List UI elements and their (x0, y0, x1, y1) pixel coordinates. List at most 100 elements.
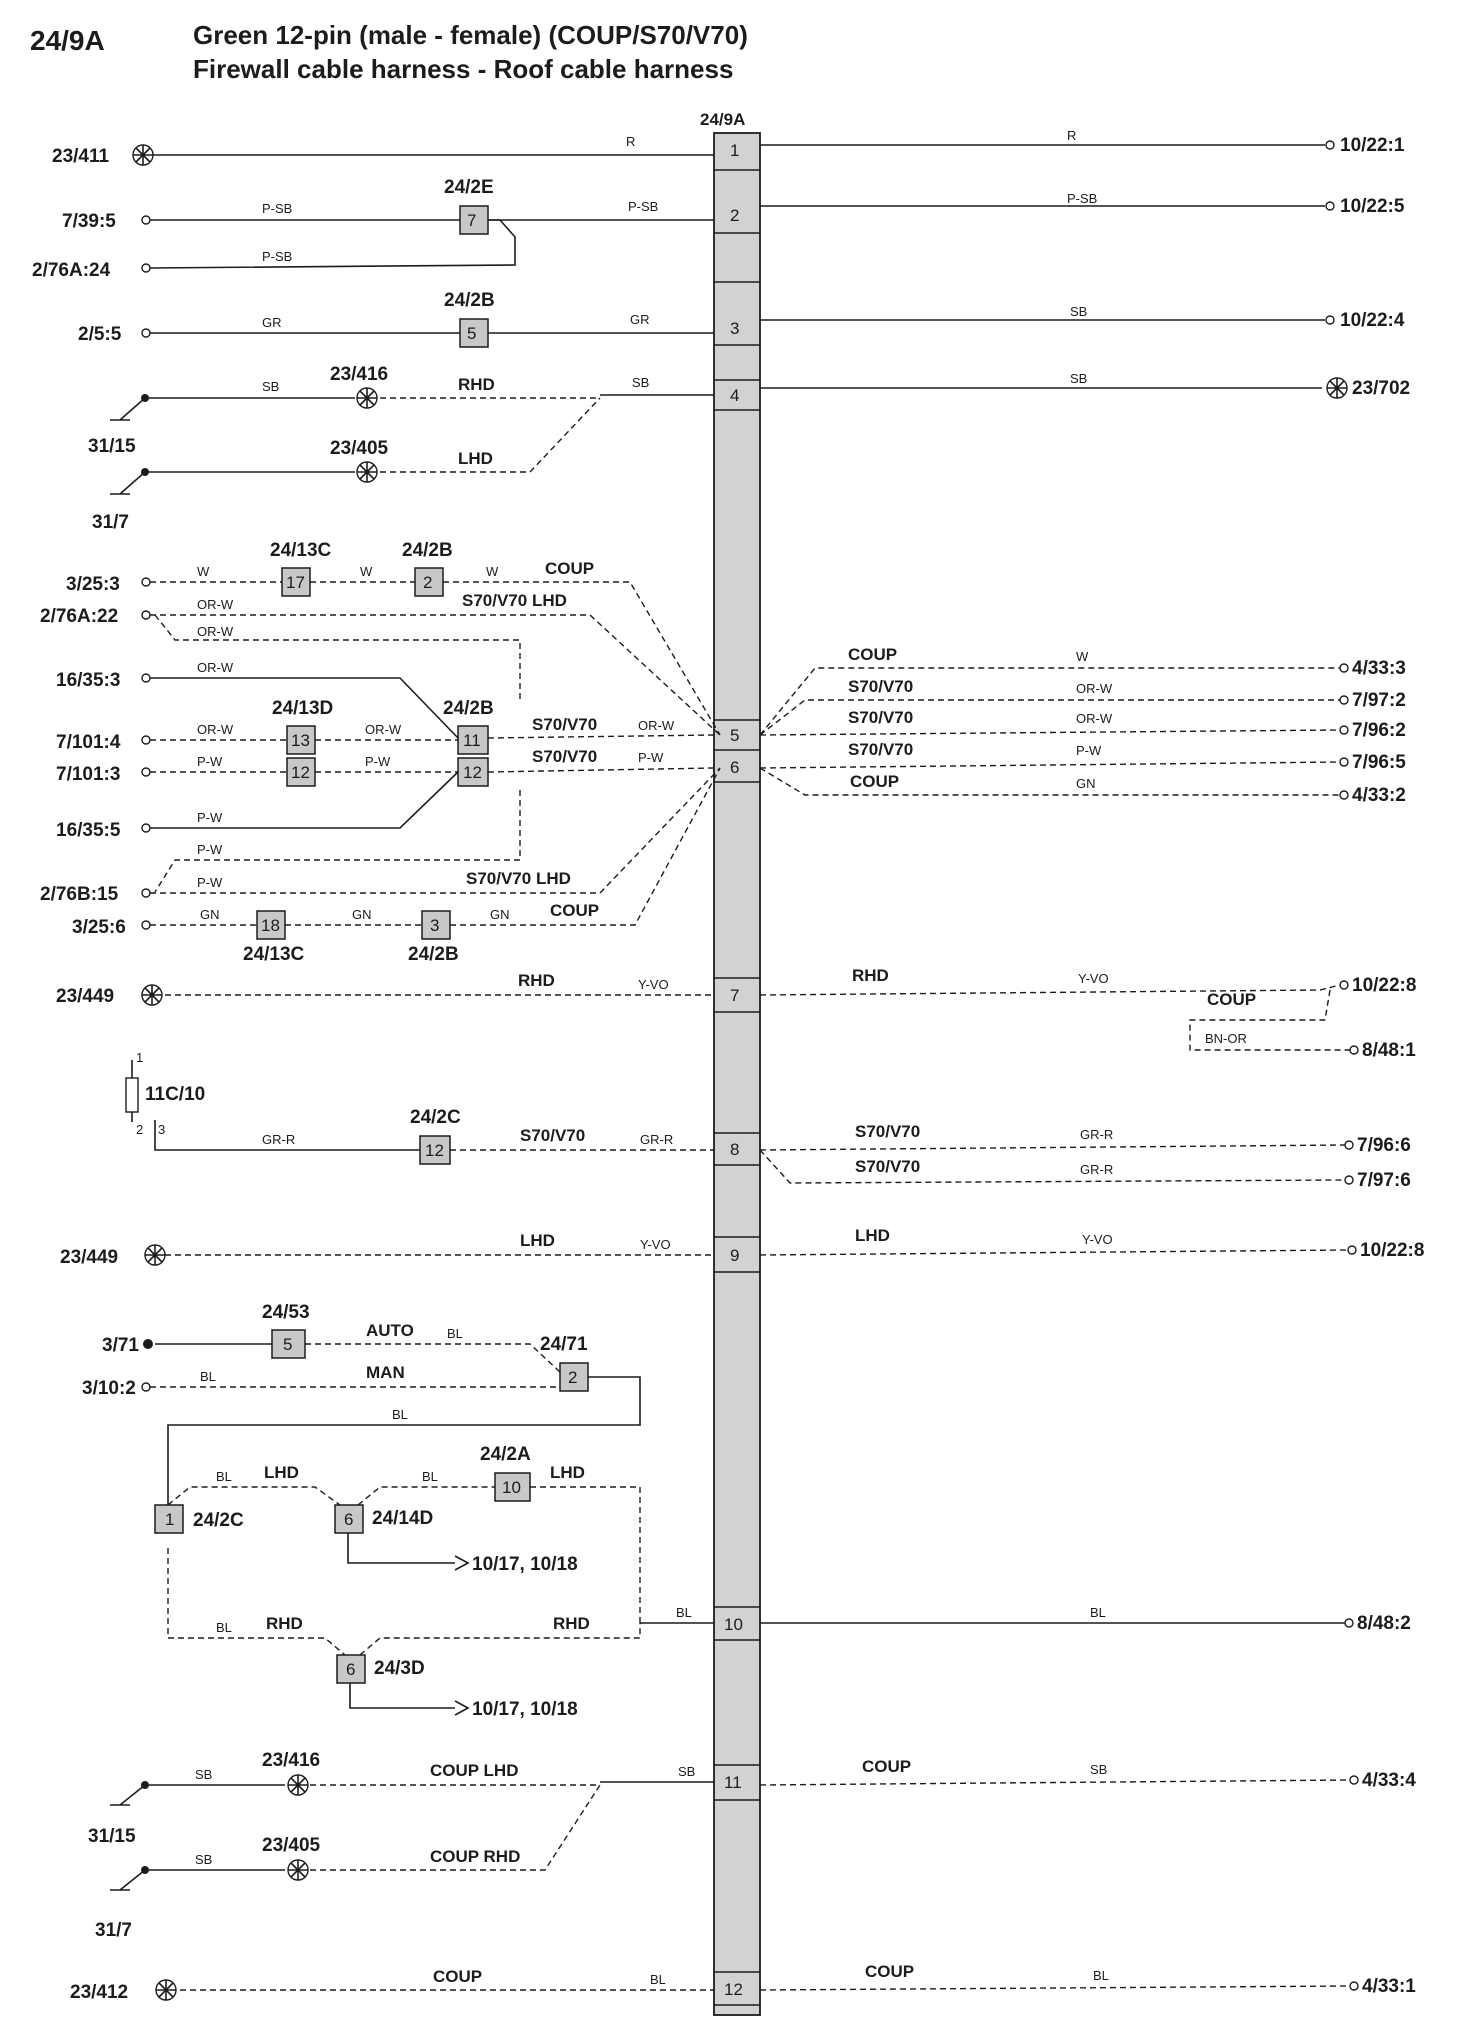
fuse-pin: 2 (136, 1122, 143, 1137)
connector-label: 24/9A (700, 110, 745, 129)
terminal-label: 7/97:2 (1352, 690, 1406, 711)
component-label: 24/2B (444, 290, 495, 311)
terminal-icon (141, 888, 151, 898)
variant-label: LHD (550, 1463, 585, 1482)
splice-icon (144, 1244, 166, 1266)
terminal-label: 16/35:5 (56, 820, 121, 841)
svg-text:BL: BL (200, 1369, 216, 1384)
component-pin: 3 (430, 916, 439, 935)
svg-text:GR-R: GR-R (640, 1132, 673, 1147)
component-label: 23/416 (262, 1750, 320, 1771)
component-pin: 12 (425, 1141, 444, 1160)
wire (759, 1249, 1349, 1256)
wire (759, 729, 1341, 736)
terminal-label: 23/412 (70, 1982, 128, 2003)
ground-icon (110, 1869, 146, 1891)
component-label: 23/405 (262, 1835, 321, 1856)
wire (347, 1533, 455, 1564)
variant-label: RHD (518, 971, 555, 990)
svg-text:GR-R: GR-R (1080, 1162, 1113, 1177)
wire (154, 1120, 420, 1151)
svg-text:GR-R: GR-R (262, 1132, 295, 1147)
svg-text:OR-W: OR-W (197, 624, 234, 639)
variant-label: LHD (520, 1231, 555, 1250)
right-terminal-labels: 10/22:1 10/22:5 10/22:4 23/702 4/33:3 7/… (1340, 135, 1424, 1997)
wire (450, 767, 721, 926)
ground-icons (110, 394, 149, 1891)
variant-label: COUP (550, 901, 599, 920)
fuse-icon (125, 1077, 139, 1113)
wire (349, 1680, 455, 1709)
pin-number: 7 (730, 986, 739, 1005)
component-label: 24/2C (410, 1107, 461, 1128)
terminal-icon (1349, 1045, 1359, 1055)
variant-label: S70/V70 (532, 747, 597, 766)
terminal-icon (1325, 201, 1335, 211)
variant-label: S70/V70 (855, 1157, 920, 1176)
svg-text:BL: BL (650, 1972, 666, 1987)
svg-text:GN: GN (1076, 776, 1096, 791)
wire (759, 1985, 1351, 1991)
svg-text:W: W (1076, 649, 1089, 664)
terminal-label: 4/33:4 (1362, 1770, 1416, 1791)
terminal-label: 2/76A:24 (32, 260, 111, 281)
splice-icon (356, 461, 378, 483)
component-label: 24/2E (444, 177, 494, 198)
component-label: 24/71 (540, 1334, 588, 1355)
terminal-label: 23/411 (52, 146, 109, 167)
wire (443, 581, 721, 736)
terminal-label: 8/48:2 (1357, 1613, 1411, 1634)
diagram-id: 24/9A (30, 25, 105, 56)
terminal-icon (1339, 790, 1349, 800)
ground-icon (110, 397, 146, 421)
terminal-icon (1344, 1175, 1354, 1185)
svg-text:SB: SB (195, 1852, 212, 1867)
terminal-icon (141, 735, 151, 745)
diagram-subtitle: Firewall cable harness - Roof cable harn… (193, 54, 733, 84)
connector-trunk (713, 132, 761, 2016)
component-pin: 17 (286, 573, 305, 592)
variant-label: COUP (848, 645, 897, 664)
variant-label: COUP (862, 1757, 911, 1776)
svg-text:BN-OR: BN-OR (1205, 1031, 1247, 1046)
wire (759, 984, 1341, 996)
component-pin: 2 (568, 1368, 577, 1387)
wire (759, 1779, 1351, 1786)
component-pin: 5 (283, 1335, 292, 1354)
pin-number: 10 (724, 1615, 743, 1634)
svg-text:GR: GR (630, 312, 650, 327)
wire (359, 1623, 641, 1656)
variant-label: COUP (850, 772, 899, 791)
wire-color-labels: R R P-SB P-SB P-SB P-SB GR GR SB SB SB S… (195, 128, 1247, 1987)
wire (305, 1343, 561, 1373)
variant-label: COUP (865, 1962, 914, 1981)
terminal-icon (141, 920, 151, 930)
terminal-label: 7/39:5 (62, 211, 116, 232)
wire (167, 1486, 341, 1506)
variant-label: S70/V70 LHD (466, 869, 571, 888)
wire (759, 667, 1340, 736)
splice-icon (356, 387, 378, 409)
left-terminal-labels: 23/411 7/39:5 2/76A:24 2/5:5 31/15 31/7 … (32, 146, 139, 2003)
terminal-icon (1339, 663, 1349, 673)
svg-text:P-W: P-W (197, 842, 223, 857)
diagram-title: Green 12-pin (male - female) (COUP/S70/V… (193, 20, 748, 50)
svg-text:Y-VO: Y-VO (1078, 971, 1109, 986)
right-variant-labels: COUP S70/V70 S70/V70 S70/V70 COUP RHD CO… (848, 645, 1256, 1981)
pin-number: 6 (730, 758, 739, 777)
variant-label: LHD (855, 1226, 890, 1245)
variant-label: COUP LHD (430, 1761, 518, 1780)
variant-label: RHD (553, 1614, 590, 1633)
component-pin: 18 (261, 916, 280, 935)
svg-text:SB: SB (262, 379, 279, 394)
terminal-icon (1349, 1981, 1359, 1991)
svg-text:BL: BL (447, 1326, 463, 1341)
component-pin-box (336, 1654, 366, 1684)
svg-text:P-W: P-W (1076, 743, 1102, 758)
terminal-icon (141, 767, 151, 777)
variant-label: COUP (433, 1967, 482, 1986)
terminal-icon (141, 215, 151, 225)
component-pin-box (459, 318, 489, 348)
variant-labels: RHD LHD COUP S70/V70 LHD S70/V70 S70/V70… (264, 375, 599, 1986)
splice-icon (155, 1979, 177, 2001)
